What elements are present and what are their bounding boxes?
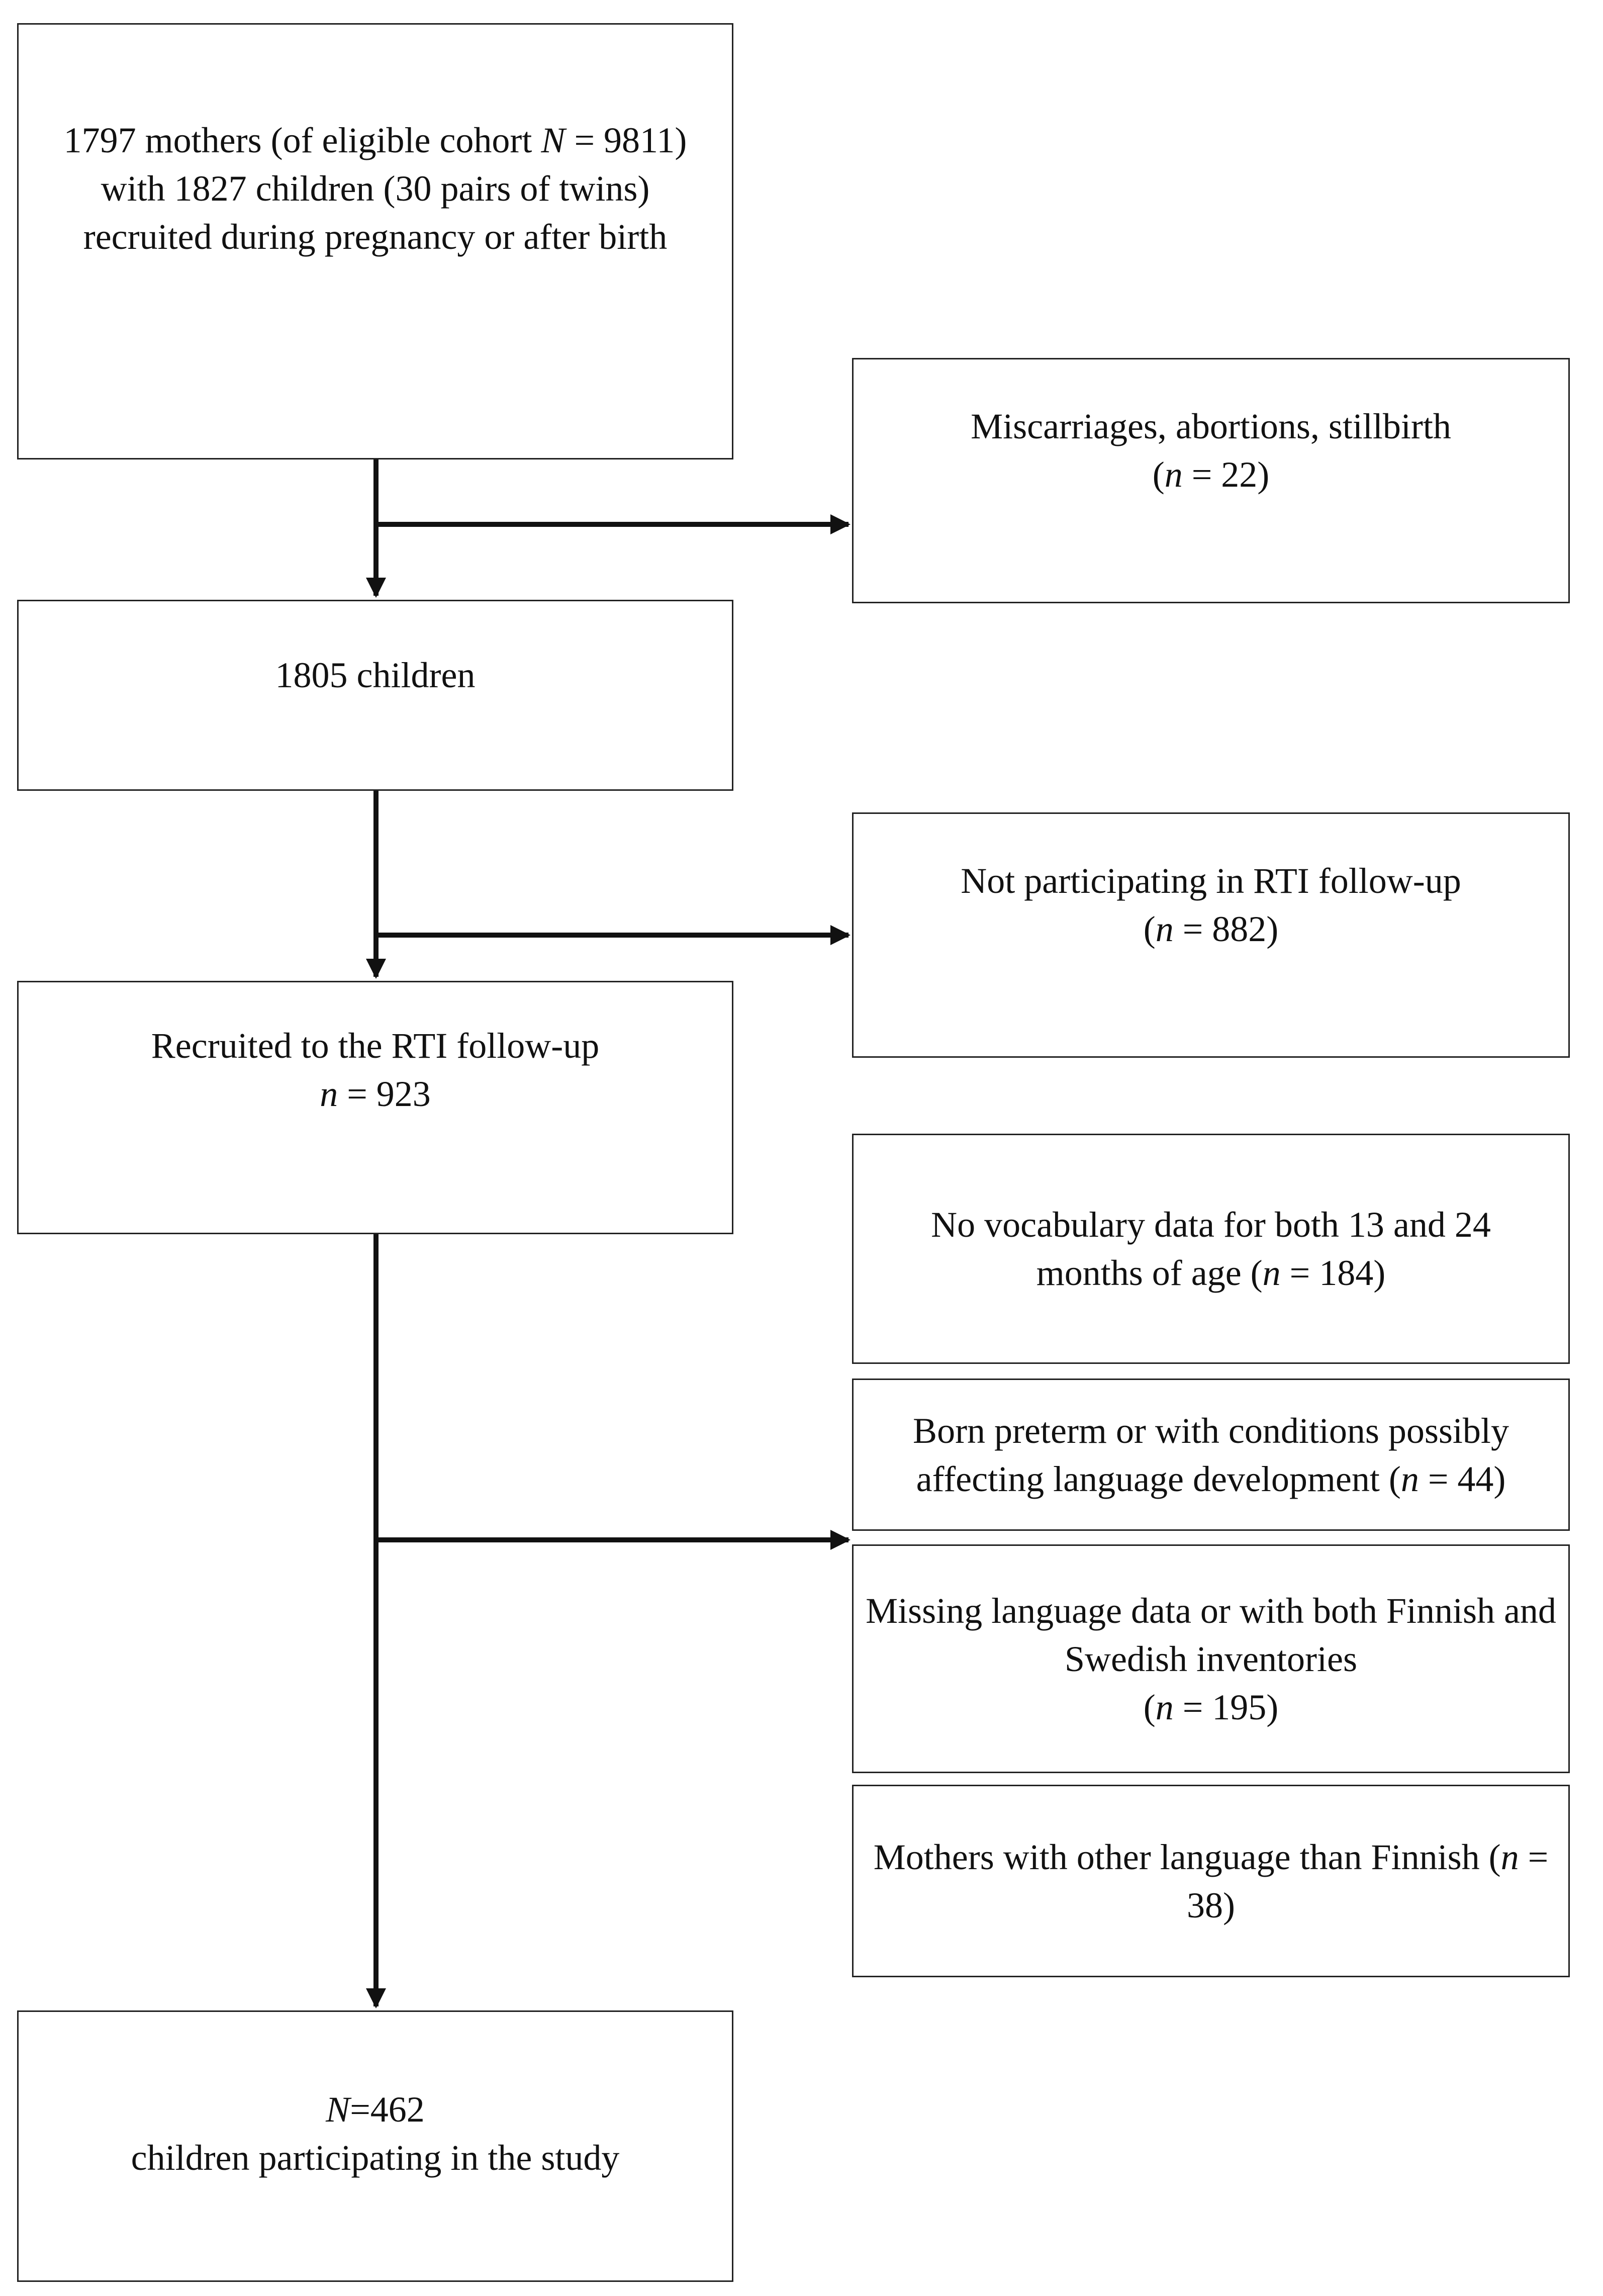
final-sample-label: children participating in the study <box>131 2138 620 2178</box>
final-sample-count: N=462 <box>326 2089 425 2130</box>
exclusion-not-participating-box: Not participating in RTI follow-up (n = … <box>852 812 1570 1058</box>
exclusion-not-participating-label: Not participating in RTI follow-up <box>961 861 1461 901</box>
rti-recruited-count: n = 923 <box>320 1074 431 1114</box>
exclusion-other-language-text: Mothers with other language than Finnish… <box>873 1836 1549 1925</box>
final-sample-box: N=462 children participating in the stud… <box>17 2010 733 2282</box>
children-1805-box: 1805 children <box>17 600 733 791</box>
exclusion-preterm-box: Born preterm or with conditions possibly… <box>852 1379 1570 1531</box>
exclusion-missing-language-label: Missing language data or with both Finni… <box>866 1590 1556 1679</box>
rti-recruited-label: Recruited to the RTI follow-up <box>151 1026 600 1066</box>
exclusion-other-language-box: Mothers with other language than Finnish… <box>852 1785 1570 1977</box>
exclusion-not-participating-count: (n = 882) <box>1143 909 1279 949</box>
recruited-mothers-box: 1797 mothers (of eligible cohort N = 981… <box>17 23 733 460</box>
exclusion-missing-language-box: Missing language data or with both Finni… <box>852 1544 1570 1773</box>
exclusion-miscarriages-box: Miscarriages, abortions, stillbirth (n =… <box>852 358 1570 603</box>
rti-recruited-box: Recruited to the RTI follow-up n = 923 <box>17 981 733 1234</box>
exclusion-no-vocabulary-text: No vocabulary data for both 13 and 24 mo… <box>931 1205 1491 1293</box>
exclusion-miscarriages-label: Miscarriages, abortions, stillbirth <box>971 406 1451 446</box>
exclusion-missing-language-count: (n = 195) <box>1143 1687 1279 1727</box>
exclusion-no-vocabulary-box: No vocabulary data for both 13 and 24 mo… <box>852 1134 1570 1364</box>
exclusion-miscarriages-count: (n = 22) <box>1152 454 1270 495</box>
recruited-mothers-text: 1797 mothers (of eligible cohort N = 981… <box>63 120 687 257</box>
children-1805-text: 1805 children <box>275 655 476 695</box>
exclusion-preterm-text: Born preterm or with conditions possibly… <box>913 1410 1509 1499</box>
